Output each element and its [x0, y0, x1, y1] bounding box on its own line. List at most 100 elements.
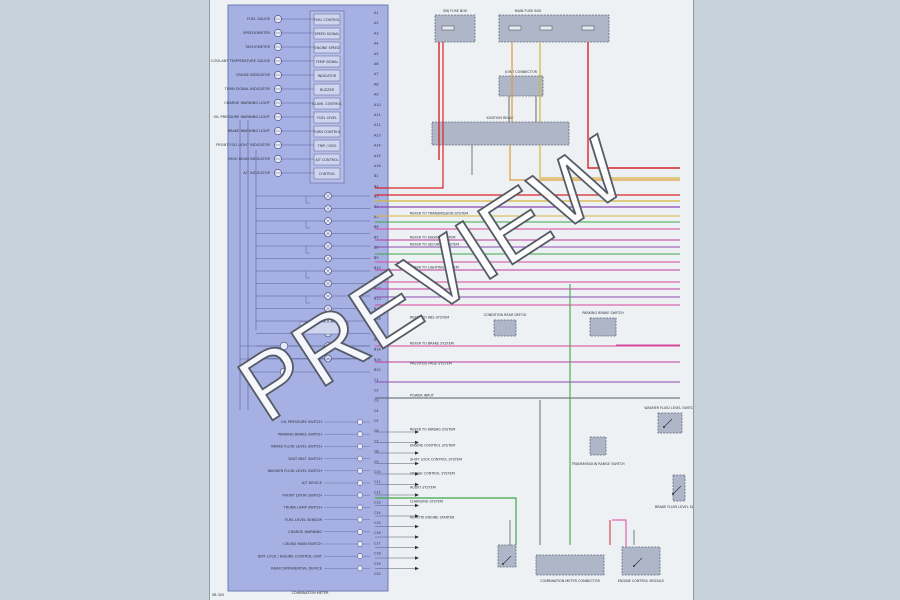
wire-red	[587, 42, 680, 169]
lamp-cross	[325, 293, 331, 299]
component-label: PARKING BRAKE SWITCH	[582, 311, 624, 315]
pin-number: C3	[374, 399, 379, 403]
component-label: CONDITION REAR DEFOG	[484, 313, 527, 317]
lamp-cross	[325, 218, 331, 224]
meter-input-label: CHARGE WARNING	[288, 530, 322, 534]
pin-number: C14	[374, 511, 381, 515]
pin-number: C5	[374, 419, 379, 423]
pin-number: A8	[374, 82, 378, 86]
wire-destination-label: CHARGING SYSTEM	[410, 500, 443, 504]
fuse-symbol	[441, 25, 455, 31]
meter-function-label: BUZZER	[320, 88, 335, 92]
lamp-cross	[325, 243, 331, 249]
pin-number: B1	[374, 174, 378, 178]
wire-destination-label: ENGINE CONTROL SYSTEM	[410, 444, 455, 448]
pin-number: A14	[374, 144, 381, 148]
lamp-cross	[325, 230, 331, 237]
pin-number: A11	[374, 113, 381, 117]
footer-center: COMBINATION METER	[292, 591, 330, 595]
meter-input-label: FRONT DOOR SWITCH	[282, 493, 322, 497]
top-box-label: IGNITION RELAY	[486, 116, 514, 120]
pin-number: A13	[374, 133, 381, 137]
top-box-label: MAIN FUSE BOX	[515, 9, 542, 13]
input-symbol	[357, 431, 363, 438]
meter-item-label: BRAKE WARNING LIGHT	[228, 129, 271, 133]
switch-node	[663, 426, 665, 428]
meter-function-label: FUEL CONTROL	[314, 18, 340, 22]
warning-lamp-symbol	[279, 354, 289, 364]
wire-destination-label: REFER TO SECURITY SYSTEM	[410, 243, 459, 247]
meter-item-label: ENGINE COOLANT TEMPERATURE GAUGE	[210, 59, 271, 63]
pin-number: C6	[374, 429, 379, 433]
pin-number: C2	[374, 388, 379, 392]
input-symbol	[357, 504, 363, 511]
pin-number: A2	[374, 21, 378, 25]
meter-item-label: SPEEDOMETER	[243, 31, 270, 35]
wire-red	[375, 42, 444, 189]
meter-function-box	[313, 111, 341, 124]
wire-destination-label: REFER TO LIGHTING SYSTEM	[410, 266, 459, 270]
fuse-box-left	[434, 14, 476, 43]
ecm-box	[621, 546, 661, 576]
meter-item-label: TACHOMETER	[244, 45, 270, 49]
fuse-symbol	[581, 25, 595, 31]
lamp-cross	[325, 355, 331, 362]
combination-meter-panel	[227, 4, 389, 592]
warning-lamp-symbol	[279, 367, 289, 377]
lamp-cross	[325, 193, 331, 199]
component-label: TRANSMISSION RANGE SWITCH	[570, 462, 624, 466]
input-symbol	[357, 443, 363, 450]
wire-green	[375, 497, 517, 545]
wire-pink	[612, 519, 627, 547]
pin-number: C13	[374, 501, 381, 505]
warning-lamp-symbol	[279, 341, 289, 351]
meter-item-label: A/T INDICATOR	[243, 171, 270, 175]
meter-function-box	[313, 125, 341, 138]
pin-number: C1	[374, 378, 379, 382]
meter-item-label: OIL PRESSURE WARNING LIGHT	[214, 115, 271, 119]
meter-function-box	[313, 83, 341, 96]
stub-arrow	[415, 545, 419, 550]
input-symbol	[357, 480, 363, 486]
meter-input-label: WASHER FLUID LEVEL SWITCH	[268, 469, 323, 473]
pin-number: C9	[374, 460, 379, 464]
switch-contact	[633, 557, 643, 567]
stub-arrow	[415, 472, 419, 476]
input-symbol	[357, 419, 363, 425]
lamp-cross	[325, 280, 331, 287]
top-box-label: JOINT CONNECTOR	[504, 70, 538, 74]
wire-destination-label: REFER TO ENGINE SYSTEM	[410, 236, 455, 240]
input-symbol	[357, 541, 363, 547]
meter-function-label: INDICATOR	[318, 74, 337, 78]
pin-number: A4	[374, 42, 378, 46]
meter-function-box	[313, 97, 341, 110]
meter-item-label: CHARGE WARNING LIGHT	[224, 101, 271, 105]
pin-number: B11	[374, 276, 381, 280]
pin-number: B5	[374, 215, 378, 219]
meter-function-box	[313, 139, 341, 152]
component-label: BRAKE FLUID LEVEL SWITCH	[655, 505, 693, 509]
pin-number: C18	[374, 552, 381, 556]
meter-input-label: REAR DIFFERENTIAL DEVICE	[271, 567, 322, 571]
stub-arrow	[415, 430, 419, 434]
pin-number: C20	[374, 572, 381, 576]
internal-wire	[305, 221, 310, 229]
meter-input-label: SEAT BELT SWITCH	[288, 457, 322, 461]
input-symbol	[357, 467, 363, 474]
rear-defog-box	[493, 319, 517, 337]
stub-arrow	[415, 524, 419, 529]
wire-destination-label: REFER TO BRAKE SYSTEM	[410, 342, 454, 346]
meter-item-label: FUEL GAUGE	[247, 17, 271, 21]
internal-wire	[305, 246, 310, 254]
pin-number: C10	[374, 470, 381, 474]
meter-function-box	[313, 55, 341, 68]
meter-function-label: TURN CONTROL	[312, 130, 340, 134]
pin-number: B3	[374, 195, 378, 199]
pin-number: B2	[374, 184, 378, 188]
component-label: COMBINATION METER CONNECTOR	[540, 579, 600, 583]
pin-number: B18	[374, 348, 381, 352]
pin-number: B9	[374, 256, 378, 260]
meter-input-label: PARKING BRAKE SWITCH	[278, 432, 322, 436]
